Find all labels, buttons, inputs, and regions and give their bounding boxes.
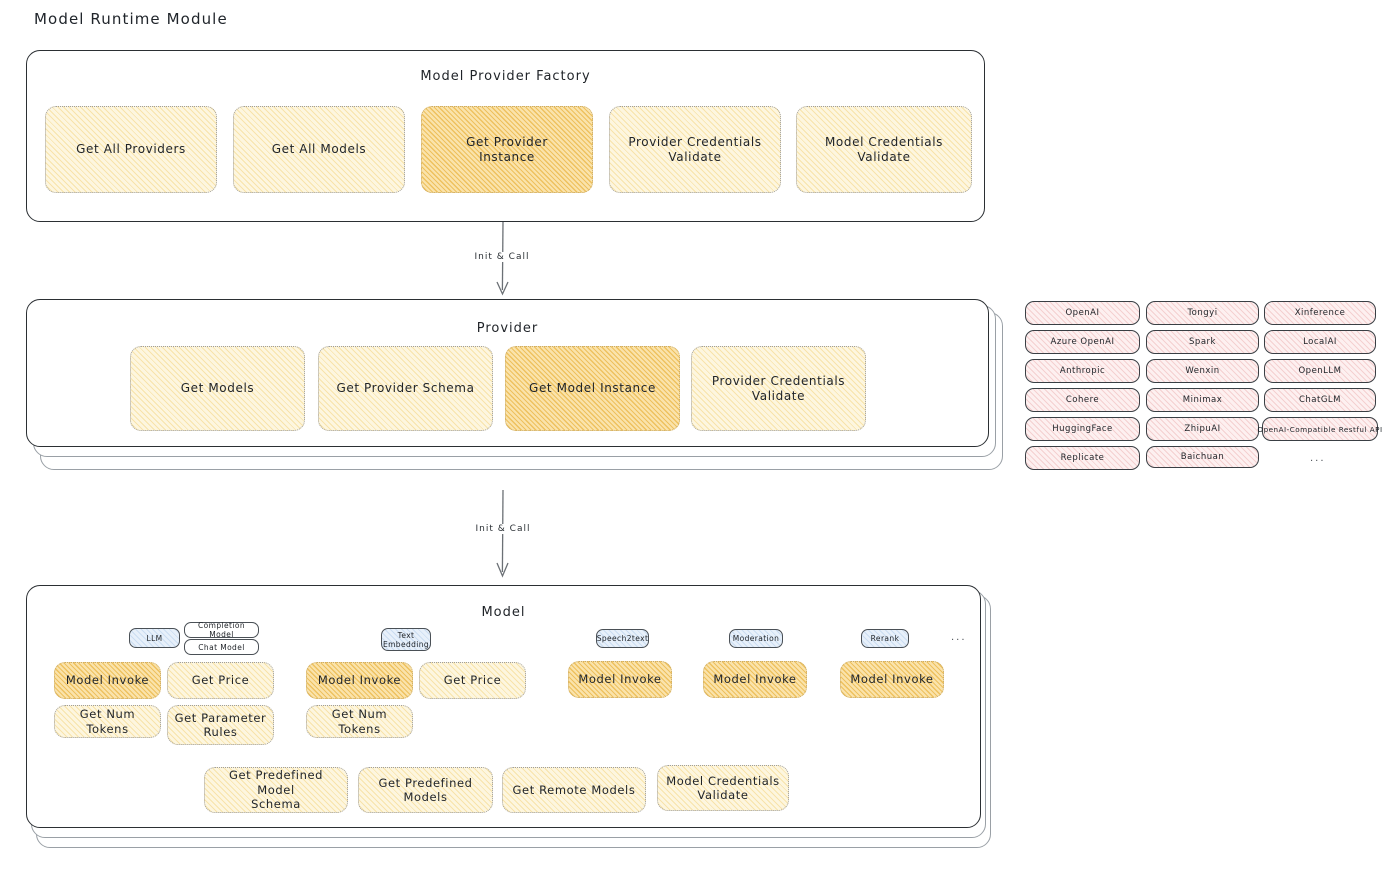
provider-chip-openllm[interactable]: OpenLLM bbox=[1264, 359, 1376, 383]
provider-box-get-models[interactable]: Get Models bbox=[130, 346, 305, 431]
connector-provider-to-model bbox=[468, 489, 538, 582]
model-box-embedding-get-price[interactable]: Get Price bbox=[419, 662, 526, 699]
model-common-box-get-predefined-models[interactable]: Get Predefined Models bbox=[358, 767, 493, 813]
model-badge-moderation[interactable]: Moderation bbox=[729, 629, 783, 648]
model-box-embedding-get-num-tokens[interactable]: Get Num Tokens bbox=[306, 705, 413, 738]
model-badge-text-embedding[interactable]: Text Embedding bbox=[381, 628, 431, 651]
model-common-box-get-predefined-model-schema[interactable]: Get Predefined Model Schema bbox=[204, 767, 348, 813]
connector-label-init-call-2: Init & Call bbox=[472, 524, 534, 534]
provider-chip-anthropic[interactable]: Anthropic bbox=[1025, 359, 1140, 383]
provider-panel-title: Provider bbox=[476, 321, 539, 336]
model-badge-rerank[interactable]: Rerank bbox=[861, 629, 909, 648]
provider-box-get-model-instance[interactable]: Get Model Instance bbox=[505, 346, 680, 431]
provider-chip-huggingface[interactable]: HuggingFace bbox=[1025, 417, 1140, 441]
provider-chip-baichuan[interactable]: Baichuan bbox=[1146, 446, 1259, 468]
provider-box-get-provider-schema[interactable]: Get Provider Schema bbox=[318, 346, 493, 431]
provider-chip-zhipuai[interactable]: ZhipuAI bbox=[1146, 417, 1259, 441]
model-box-llm-get-parameter-rules[interactable]: Get Parameter Rules bbox=[167, 705, 274, 745]
factory-box-provider-credentials-validate[interactable]: Provider Credentials Validate bbox=[609, 106, 781, 193]
provider-list-ellipsis: ... bbox=[1310, 453, 1326, 464]
factory-panel-title: Model Provider Factory bbox=[420, 69, 591, 84]
provider-chip-minimax[interactable]: Minimax bbox=[1146, 388, 1259, 412]
model-box-llm-get-price[interactable]: Get Price bbox=[167, 662, 274, 699]
provider-chip-spark[interactable]: Spark bbox=[1146, 330, 1259, 354]
model-common-box-model-credentials-validate[interactable]: Model Credentials Validate bbox=[657, 765, 789, 811]
provider-chip-tongyi[interactable]: Tongyi bbox=[1146, 301, 1259, 325]
provider-chip-openai-compatible-restful-api[interactable]: OpenAI-Compatible Restful API bbox=[1257, 417, 1382, 441]
model-badge-completion-model[interactable]: Completion Model bbox=[184, 621, 259, 639]
provider-chip-xinference[interactable]: Xinference bbox=[1264, 301, 1376, 325]
provider-chip-chatglm[interactable]: ChatGLM bbox=[1264, 388, 1376, 412]
provider-box-provider-credentials-validate[interactable]: Provider Credentials Validate bbox=[691, 346, 866, 431]
model-badge-speech2text[interactable]: Speech2text bbox=[596, 629, 649, 648]
arrow-down-icon bbox=[496, 489, 509, 578]
factory-box-model-credentials-validate[interactable]: Model Credentials Validate bbox=[796, 106, 972, 193]
model-box-moderation-model-invoke[interactable]: Model Invoke bbox=[703, 661, 807, 698]
provider-chip-localai[interactable]: LocalAI bbox=[1264, 330, 1376, 354]
model-box-llm-get-num-tokens[interactable]: Get Num Tokens bbox=[54, 705, 161, 738]
provider-chip-openai[interactable]: OpenAI bbox=[1025, 301, 1140, 325]
model-badge-llm[interactable]: LLM bbox=[129, 628, 180, 648]
provider-chip-cohere[interactable]: Cohere bbox=[1025, 388, 1140, 412]
model-box-speech2text-model-invoke[interactable]: Model Invoke bbox=[568, 661, 672, 698]
model-box-embedding-model-invoke[interactable]: Model Invoke bbox=[306, 662, 413, 699]
model-box-llm-model-invoke[interactable]: Model Invoke bbox=[54, 662, 161, 699]
model-common-box-get-remote-models[interactable]: Get Remote Models bbox=[502, 767, 646, 813]
factory-box-get-all-providers[interactable]: Get All Providers bbox=[45, 106, 217, 193]
model-box-rerank-model-invoke[interactable]: Model Invoke bbox=[840, 661, 944, 698]
model-groups-ellipsis: ... bbox=[951, 632, 967, 643]
provider-chip-azure-openai[interactable]: Azure OpenAI bbox=[1025, 330, 1140, 354]
provider-chip-replicate[interactable]: Replicate bbox=[1025, 446, 1140, 470]
factory-box-get-provider-instance[interactable]: Get Provider Instance bbox=[421, 106, 593, 193]
model-badge-chat-model[interactable]: Chat Model bbox=[184, 639, 259, 655]
connector-label-init-call-1: Init & Call bbox=[471, 252, 533, 262]
model-panel-title: Model bbox=[481, 605, 526, 620]
page-title: Model Runtime Module bbox=[34, 10, 228, 28]
factory-box-get-all-models[interactable]: Get All Models bbox=[233, 106, 405, 193]
provider-chip-wenxin[interactable]: Wenxin bbox=[1146, 359, 1259, 383]
